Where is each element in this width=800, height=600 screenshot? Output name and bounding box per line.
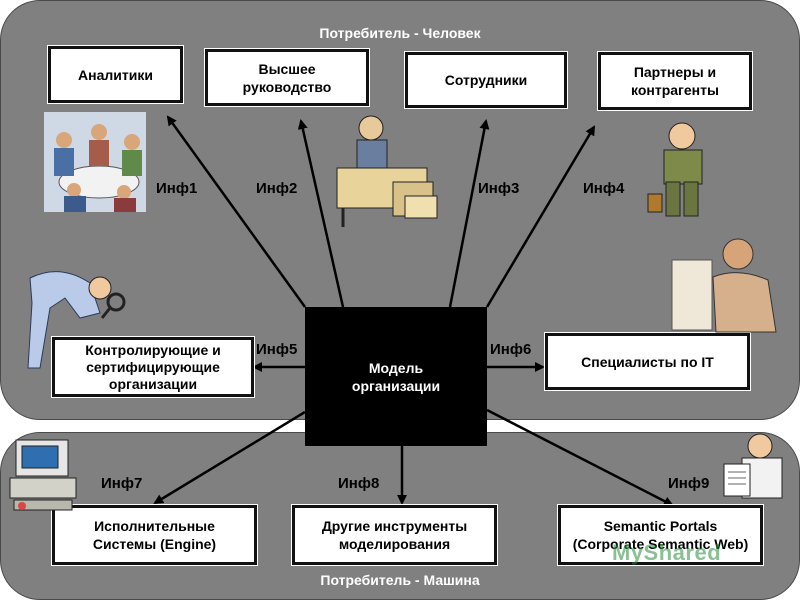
meeting-clipart-icon	[44, 112, 146, 212]
control-label-line3: организации	[108, 375, 198, 392]
arrow-inf7	[153, 410, 306, 505]
label-inf1: Инф1	[156, 180, 198, 197]
label-inf9: Инф9	[668, 475, 710, 492]
analytics-label: Аналитики	[78, 66, 153, 83]
control-label-line2: сертифицирующие	[86, 358, 220, 375]
label-inf3: Инф3	[478, 180, 520, 197]
man-reading-paper-clipart-icon	[723, 433, 783, 499]
control-organizations-box: Контролирующие и сертифицирующие организ…	[52, 337, 254, 397]
it-specialists-box: Специалисты по IT	[545, 333, 750, 390]
arrow-inf1	[166, 115, 307, 308]
employees-box: Сотрудники	[405, 52, 567, 108]
machine-panel-title: Потребитель - Машина	[320, 572, 480, 588]
boss-at-desk-clipart-icon	[336, 115, 438, 227]
it-specialist-clipart-icon	[671, 238, 777, 333]
label-inf2: Инф2	[256, 180, 298, 197]
label-inf6: Инф6	[490, 341, 532, 358]
partners-box: Партнеры и контрагенты	[598, 52, 752, 110]
portals-label-line1: Semantic Portals	[603, 518, 718, 534]
management-label-line2: руководство	[242, 78, 332, 95]
portals-label-line2: (Corporate Semantic Web)	[572, 536, 749, 552]
exec-label-line2: Системы (Engine)	[92, 536, 217, 552]
worried-man-clipart-icon	[647, 122, 703, 217]
label-inf7: Инф7	[101, 475, 143, 492]
watermark: MyShared	[612, 540, 722, 565]
label-inf4: Инф4	[583, 180, 625, 197]
exec-label-line1: Исполнительные	[94, 518, 215, 534]
computer-terminal-clipart-icon	[9, 439, 77, 511]
arrow-inf3	[448, 119, 490, 308]
it-label: Специалисты по IT	[581, 353, 714, 370]
center-label-line2: организации	[351, 377, 441, 394]
partners-label-line2: контрагенты	[631, 82, 719, 98]
management-label-line1: Высшее	[258, 60, 316, 77]
human-panel-title: Потребитель - Человек	[319, 25, 481, 41]
arrow-inf2	[297, 119, 345, 308]
semantic-portals-box: Semantic Portals (Corporate Semantic Web…	[558, 505, 763, 565]
label-inf5: Инф5	[256, 341, 298, 358]
top-management-box: Высшее руководство	[205, 49, 369, 106]
center-label-line1: Модель	[368, 359, 424, 376]
inspector-magnifier-clipart-icon	[27, 271, 126, 369]
analytics-box: Аналитики	[48, 46, 183, 103]
arrow-inf4	[485, 125, 596, 308]
modeling-tools-box: Другие инструменты моделирования	[292, 505, 497, 565]
arrow-inf9	[486, 408, 674, 507]
execution-systems-box: Исполнительные Системы (Engine)	[52, 505, 257, 565]
control-label-line1: Контролирующие и	[85, 341, 221, 358]
organization-model-box: Модель организации	[305, 307, 487, 446]
tools-label-line2: моделирования	[338, 536, 451, 552]
partners-label-line1: Партнеры и	[633, 64, 717, 80]
employees-label: Сотрудники	[444, 72, 528, 88]
tools-label-line1: Другие инструменты	[321, 518, 468, 534]
label-inf8: Инф8	[338, 475, 380, 492]
